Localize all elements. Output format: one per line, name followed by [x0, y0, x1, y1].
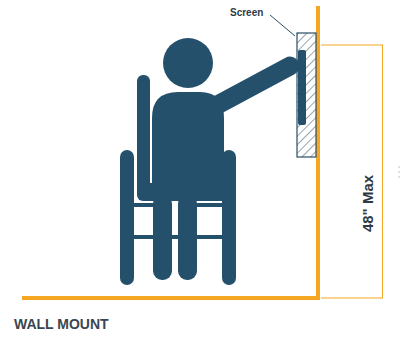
- tick-marks: [399, 166, 400, 178]
- screen-panel: [298, 50, 306, 125]
- caption: WALL MOUNT: [14, 316, 109, 332]
- wall-line: [316, 6, 320, 300]
- part-label: Screen: [230, 7, 263, 18]
- dimension-label: 48" Max: [360, 174, 377, 231]
- wheelchair-user: [120, 38, 290, 285]
- floor-line: [22, 296, 320, 300]
- dimension-bracket: [321, 45, 383, 298]
- screen-housing: [297, 33, 316, 157]
- leader-line: [270, 15, 295, 36]
